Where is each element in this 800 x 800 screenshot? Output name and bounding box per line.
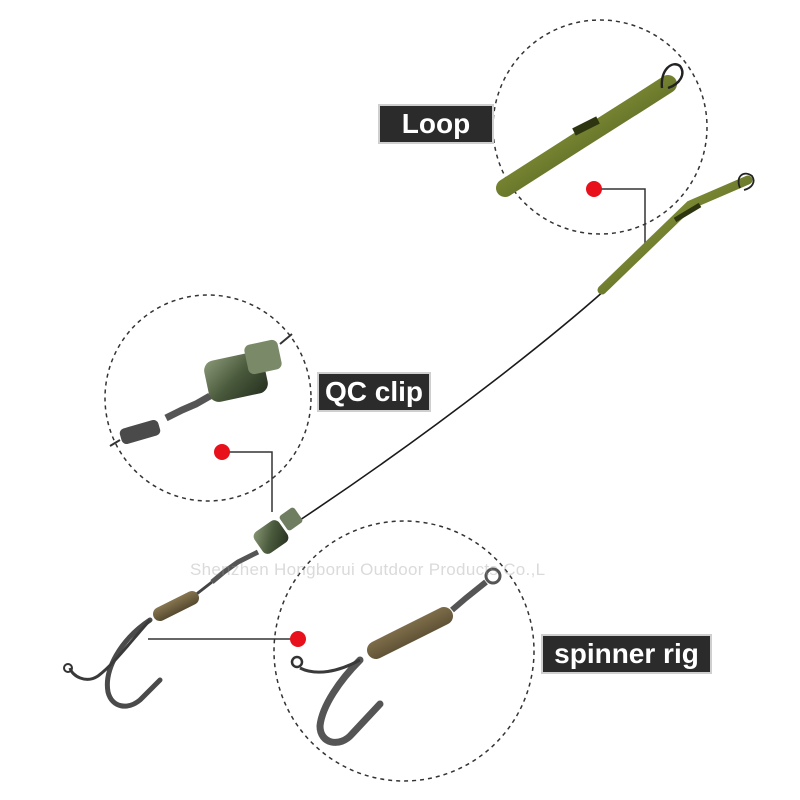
main-loop-sleeve [597, 172, 755, 295]
qc-clip-leader-line [222, 451, 273, 512]
qc-clip-zoom-detail [109, 333, 293, 447]
loop-zoom-detail [496, 63, 684, 197]
qc-clip-marker [214, 444, 230, 460]
qc-clip-label: QC clip [317, 372, 431, 412]
loop-label: Loop [378, 104, 494, 144]
main-qc-clip [193, 507, 303, 598]
spinner-rig-zoom-detail [290, 567, 502, 746]
spinner-rig-label: spinner rig [541, 634, 712, 674]
spinner-rig-marker [290, 631, 306, 647]
spinner-rig-detail-circle [273, 520, 535, 782]
main-hook [63, 591, 199, 709]
loop-leader-line [594, 188, 646, 250]
loop-marker [586, 181, 602, 197]
qc-clip-detail-circle [104, 294, 312, 502]
rig-leader-line [299, 289, 606, 521]
loop-detail-circle [492, 19, 708, 235]
watermark: Shenzhen Hongborui Outdoor Products Co.,… [190, 560, 546, 579]
